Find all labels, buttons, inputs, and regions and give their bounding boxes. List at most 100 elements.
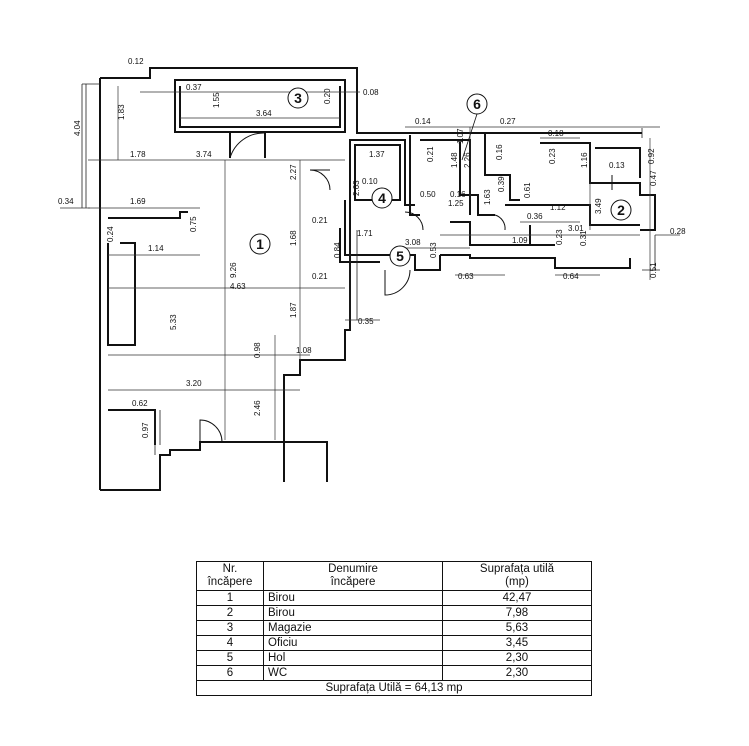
table-row: 1 Birou 42,47 xyxy=(196,590,592,606)
cell-name: WC xyxy=(263,665,443,681)
dim-label: 0.50 xyxy=(420,190,436,199)
total-area: Suprafața Utilă = 64,13 mp xyxy=(196,680,592,696)
cell-name: Hol xyxy=(263,650,443,666)
cell-nr: 2 xyxy=(196,605,264,621)
dim-label: 0.16 xyxy=(450,190,466,199)
dim-label: 0.14 xyxy=(415,117,431,126)
room-marker-3: 3 xyxy=(287,87,309,109)
room-marker-4: 4 xyxy=(371,187,393,209)
dim-label: 0.34 xyxy=(58,197,74,206)
dim-label: 0.62 xyxy=(132,399,148,408)
cell-area: 42,47 xyxy=(442,590,592,606)
dim-label: 2.63 xyxy=(352,180,361,196)
room-number-1: 1 xyxy=(256,236,264,252)
cell-area: 3,45 xyxy=(442,635,592,651)
dim-label: 0.31 xyxy=(579,230,588,246)
dim-label: 0.84 xyxy=(333,242,342,258)
dimension-lines xyxy=(60,86,680,440)
dim-label: 0.28 xyxy=(670,227,686,236)
dim-label: 0.64 xyxy=(563,272,579,281)
dim-label: 1.55 xyxy=(212,92,221,108)
room-number-5: 5 xyxy=(396,248,404,264)
dim-label: 1.37 xyxy=(369,150,385,159)
cell-name: Birou xyxy=(263,605,443,621)
dim-label: 0.16 xyxy=(495,144,504,160)
dim-label: 5.33 xyxy=(169,314,178,330)
table-row: 5 Hol 2,30 xyxy=(196,650,592,666)
dim-label: 0.21 xyxy=(312,272,328,281)
dim-label: 0.98 xyxy=(253,342,262,358)
header-nr: Nr.încăpere xyxy=(196,561,264,591)
table-row: 4 Oficiu 3,45 xyxy=(196,635,592,651)
dim-label: 0.63 xyxy=(458,272,474,281)
dim-label: 0.18 xyxy=(548,129,564,138)
dim-label: 0.08 xyxy=(363,88,379,97)
table-row: 6 WC 2,30 xyxy=(196,665,592,681)
cell-nr: 1 xyxy=(196,590,264,606)
dim-label: 4.63 xyxy=(230,282,246,291)
dim-label: 0.27 xyxy=(500,117,516,126)
dim-label: 0.10 xyxy=(362,177,378,186)
dim-label: 0.21 xyxy=(312,216,328,225)
dim-label: 1.78 xyxy=(130,150,146,159)
dim-label: 0.61 xyxy=(523,182,532,198)
dim-label: 2.46 xyxy=(253,400,262,416)
dim-label: 0.53 xyxy=(429,242,438,258)
room-markers: 1 2 3 4 5 6 xyxy=(249,87,632,267)
dim-label: 3.20 xyxy=(186,379,202,388)
dim-label: 0.92 xyxy=(647,148,656,164)
room-number-4: 4 xyxy=(378,190,386,206)
dim-label: 0.20 xyxy=(323,88,332,104)
dim-label: 0.23 xyxy=(555,229,564,245)
balcony-lines xyxy=(81,83,660,455)
dim-label: 3.08 xyxy=(405,238,421,247)
dim-label: 0.23 xyxy=(548,148,557,164)
dim-label: 2.26 xyxy=(463,152,472,168)
dim-label: 1.87 xyxy=(289,302,298,318)
cell-area: 2,30 xyxy=(442,650,592,666)
dim-label: 3.64 xyxy=(256,109,272,118)
dimension-labels-vertical: 1.83 4.04 1.55 0.20 2.27 2.63 0.21 1.48 … xyxy=(73,88,658,438)
walls xyxy=(99,67,656,491)
dim-label: 9.26 xyxy=(229,262,238,278)
dim-label: 0.35 xyxy=(358,317,374,326)
dim-label: 0.51 xyxy=(649,262,658,278)
dim-label: 0.24 xyxy=(106,226,115,242)
dim-label: 3.74 xyxy=(196,150,212,159)
room-marker-5: 5 xyxy=(389,245,411,267)
dim-label: 1.09 xyxy=(512,236,528,245)
dim-label: 1.68 xyxy=(289,230,298,246)
dim-label: 0.36 xyxy=(527,212,543,221)
dim-label: 1.16 xyxy=(580,152,589,168)
cell-area: 7,98 xyxy=(442,605,592,621)
cell-nr: 6 xyxy=(196,665,264,681)
room-marker-2: 2 xyxy=(610,199,632,221)
dim-label: 3.49 xyxy=(594,198,603,214)
dim-label: 0.37 xyxy=(186,83,202,92)
room-marker-1: 1 xyxy=(249,233,271,255)
dim-label: 4.04 xyxy=(73,120,82,136)
dim-label: 0.13 xyxy=(609,161,625,170)
cell-area: 5,63 xyxy=(442,620,592,636)
dim-label: 0.75 xyxy=(189,216,198,232)
cell-nr: 5 xyxy=(196,650,264,666)
dim-label: 1.71 xyxy=(357,229,373,238)
table-total-row: Suprafața Utilă = 64,13 mp xyxy=(196,680,592,696)
dim-label: 1.63 xyxy=(483,189,492,205)
dim-label: 1.69 xyxy=(130,197,146,206)
header-area: Suprafața utilă(mp) xyxy=(442,561,592,591)
dim-label: 1.12 xyxy=(550,203,566,212)
room-number-6: 6 xyxy=(473,96,481,112)
dim-label: 1.14 xyxy=(148,244,164,253)
dim-label: 1.08 xyxy=(296,346,312,355)
dim-label: 0.12 xyxy=(128,57,144,66)
dim-label: 0.21 xyxy=(426,146,435,162)
cell-name: Birou xyxy=(263,590,443,606)
dimension-labels-horizontal: 0.12 0.37 0.08 0.14 0.27 0.18 1.78 3.74 … xyxy=(58,57,686,408)
dim-label: 2.27 xyxy=(289,164,298,180)
